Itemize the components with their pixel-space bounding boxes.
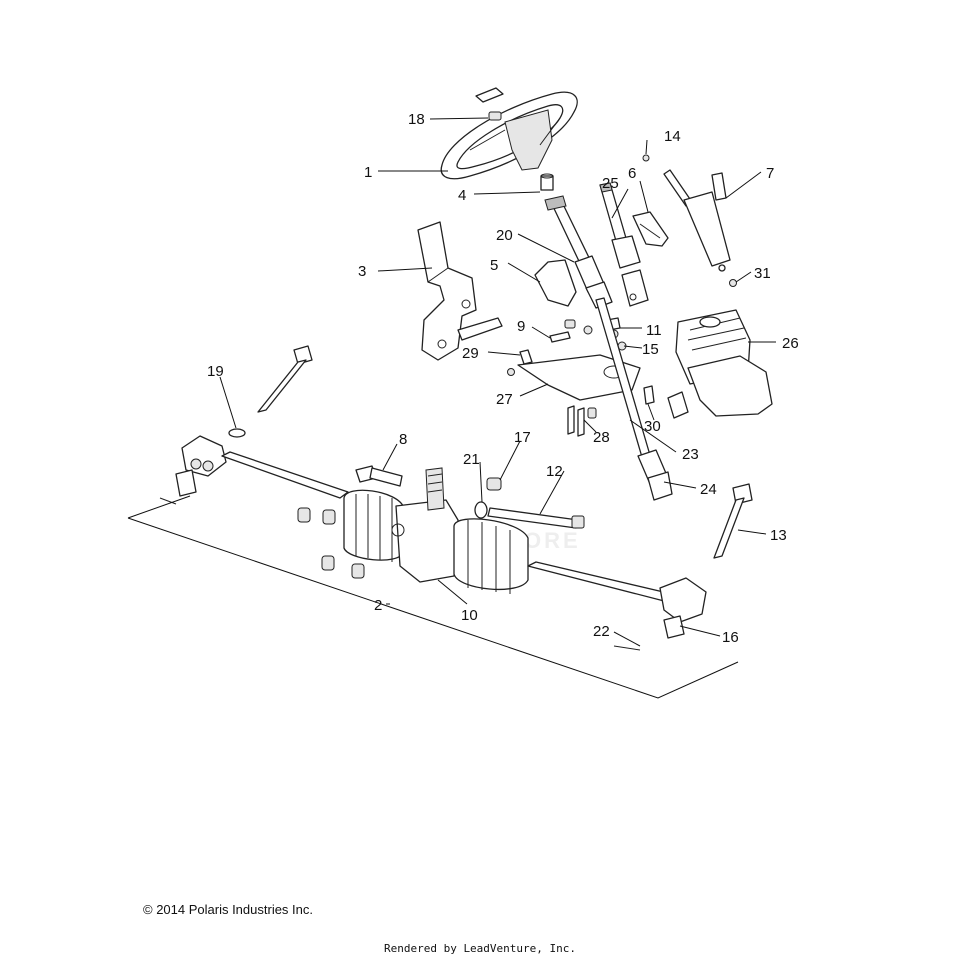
washer-21[interactable] [474, 501, 488, 519]
callout-4[interactable]: 4 [458, 187, 466, 204]
leader-lines [219, 117, 776, 647]
nut-17[interactable] [486, 477, 502, 491]
strut-nut-upper[interactable] [642, 154, 650, 162]
callout-7[interactable]: 7 [766, 165, 774, 182]
callout-27[interactable]: 27 [496, 391, 513, 408]
callout-6[interactable]: 6 [628, 165, 636, 182]
column-bushing[interactable] [540, 173, 554, 191]
bolt-9[interactable] [549, 319, 576, 343]
bolt-12[interactable] [487, 507, 585, 529]
callout-29[interactable]: 29 [462, 345, 479, 362]
callout-31[interactable]: 31 [754, 265, 771, 282]
callout-17[interactable]: 17 [514, 429, 531, 446]
rack-bushings[interactable] [297, 507, 365, 579]
callout-2[interactable]: 2 [374, 597, 382, 614]
callout-21[interactable]: 21 [463, 451, 480, 468]
upper-steering-shaft[interactable] [599, 182, 649, 307]
u-joint[interactable] [637, 449, 673, 501]
rendered-by-credit: Rendered by LeadVenture, Inc. [383, 942, 577, 955]
callout-14[interactable]: 14 [664, 128, 681, 145]
callout-18[interactable]: 18 [408, 111, 425, 128]
callout-5[interactable]: 5 [490, 257, 498, 274]
callout-3[interactable]: 3 [358, 263, 366, 280]
column-cover-bracket[interactable] [632, 211, 669, 247]
bolt-30[interactable] [643, 385, 689, 419]
callout-12[interactable]: 12 [546, 463, 563, 480]
callout-13[interactable]: 13 [770, 527, 787, 544]
callout-30[interactable]: 30 [644, 418, 661, 435]
bolts-28[interactable] [567, 405, 597, 437]
callout-1[interactable]: 1 [364, 164, 372, 181]
callout-22[interactable]: 22 [593, 623, 610, 640]
bolt-29[interactable] [507, 349, 533, 376]
power-steering-unit[interactable] [675, 309, 773, 417]
assembly-boundary [127, 495, 739, 699]
callout-25[interactable]: 25 [602, 175, 619, 192]
steering-wheel-cap[interactable] [475, 87, 504, 103]
callout-23[interactable]: 23 [682, 446, 699, 463]
column-mount-bracket[interactable] [417, 221, 503, 361]
callout-10[interactable]: 10 [461, 607, 478, 624]
mount-plate[interactable] [517, 354, 641, 401]
steering-rack[interactable] [159, 435, 707, 651]
callout-15[interactable]: 15 [642, 341, 659, 358]
callout-26[interactable]: 26 [782, 335, 799, 352]
callout-16[interactable]: 16 [722, 629, 739, 646]
bolt-8[interactable] [355, 465, 403, 487]
callout-8[interactable]: 8 [399, 431, 407, 448]
steering-wheel[interactable] [440, 91, 578, 180]
callouts: 1 2 3 4 5 6 7 8 9 10 11 12 13 14 15 16 1… [207, 111, 799, 646]
bolt-13[interactable] [713, 483, 753, 559]
nut-15[interactable] [583, 325, 627, 351]
callout-19[interactable]: 19 [207, 363, 224, 380]
copyright-notice: © 2014 Polaris Industries Inc. [143, 902, 313, 917]
gas-strut[interactable] [663, 169, 731, 272]
callout-24[interactable]: 24 [700, 481, 717, 498]
callout-28[interactable]: 28 [593, 429, 610, 446]
column-shroud[interactable] [534, 259, 577, 307]
bolt-19[interactable] [228, 345, 313, 438]
wheel-nut[interactable] [488, 111, 502, 121]
strut-nut-lower[interactable] [729, 279, 737, 287]
callout-11[interactable]: 11 [646, 322, 662, 339]
callout-9[interactable]: 9 [517, 318, 525, 335]
callout-20[interactable]: 20 [496, 227, 513, 244]
